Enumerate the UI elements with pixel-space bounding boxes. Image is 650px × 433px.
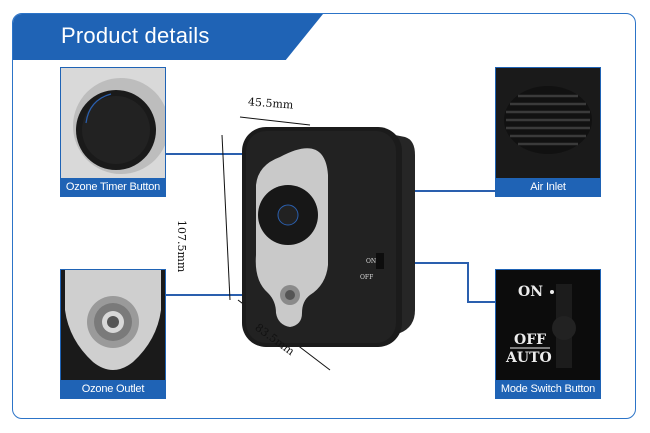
- page-title: Product details: [61, 23, 210, 48]
- switch-label-off: OFF: [514, 332, 546, 348]
- air-inlet-grille-image: [496, 68, 600, 180]
- timer-knob-image: [61, 68, 165, 180]
- svg-text:ON: ON: [366, 258, 376, 265]
- air-inlet-thumbnail: Air Inlet: [495, 67, 601, 197]
- device-illustration: ON OFF: [221, 116, 415, 371]
- connector-inlet: [408, 190, 495, 192]
- connector-switch-h1: [384, 262, 467, 264]
- caption-timer-button: Ozone Timer Button: [61, 178, 165, 196]
- connector-switch-h2: [467, 301, 495, 303]
- switch-label-on: ON: [518, 284, 543, 300]
- connector-switch-v: [467, 262, 469, 302]
- caption-ozone-outlet: Ozone Outlet: [61, 380, 165, 398]
- dimension-height: 107.5mm: [175, 220, 188, 273]
- connector-outlet: [166, 294, 292, 296]
- ozone-outlet-thumbnail: Ozone Outlet: [60, 269, 166, 399]
- ozone-timer-button-thumbnail: Ozone Timer Button: [60, 67, 166, 197]
- mode-switch-image: ON OFF AUTO: [496, 270, 600, 382]
- switch-label-auto: AUTO: [505, 350, 552, 366]
- outlet-image: [61, 270, 165, 382]
- svg-text:OFF: OFF: [360, 274, 373, 281]
- connector-timer: [166, 153, 284, 155]
- caption-air-inlet: Air Inlet: [496, 178, 600, 196]
- header-banner: [13, 14, 323, 60]
- mode-switch-thumbnail: ON OFF AUTO Mode Switch Button: [495, 269, 601, 399]
- caption-mode-switch: Mode Switch Button: [496, 380, 600, 398]
